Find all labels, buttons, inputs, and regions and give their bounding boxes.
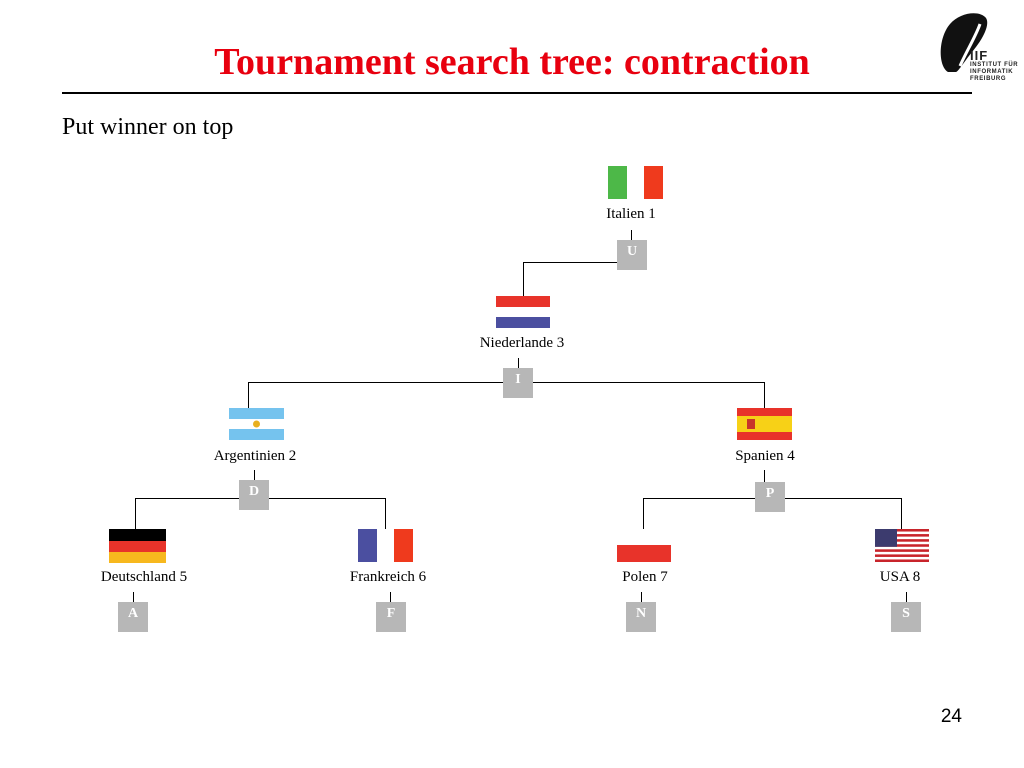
flag-germany-icon [109, 529, 166, 563]
flag-usa-icon [875, 529, 929, 562]
node-label-argentinien: Argentinien 2 [213, 448, 297, 464]
node-tag-f: F [376, 602, 406, 632]
flag-poland-icon [617, 529, 671, 562]
node-tag-d: D [239, 480, 269, 510]
edge-u-horizontal [523, 262, 617, 263]
node-label-deutschland: Deutschland 5 [100, 569, 188, 585]
iif-logo: IIF INSTITUT FÜR INFORMATIK FREIBURG [936, 8, 1020, 100]
node-tag-s: S [891, 602, 921, 632]
flag-netherlands-icon [496, 296, 550, 328]
edge-d-deutschland [135, 498, 136, 529]
flag-spain-icon [737, 408, 792, 440]
logo-abbr: IIF [970, 48, 989, 63]
edge-p-usa [901, 498, 902, 529]
node-label-polen: Polen 7 [622, 569, 668, 585]
edge-u-niederlande [523, 262, 524, 296]
flag-argentina-icon [229, 408, 284, 440]
edge-p-polen [643, 498, 644, 529]
flag-france-icon [358, 529, 413, 562]
edge-niederlande-up [518, 358, 519, 368]
node-label-niederlande: Niederlande 3 [479, 335, 565, 351]
node-tag-n: N [626, 602, 656, 632]
subtitle: Put winner on top [62, 114, 234, 140]
title-rule [62, 92, 972, 94]
node-tag-p: P [755, 482, 785, 512]
edge-i-argentinien [248, 382, 249, 408]
node-tag-a: A [118, 602, 148, 632]
node-label-italien: Italien 1 [606, 206, 656, 222]
edge-spanien-up [764, 470, 765, 482]
logo-mark-icon [940, 13, 988, 72]
node-tag-u: U [617, 240, 647, 270]
page-number: 24 [940, 706, 962, 727]
node-label-frankreich: Frankreich 6 [349, 569, 427, 585]
edge-italien-up [631, 230, 632, 240]
edge-argentinien-up [254, 470, 255, 480]
edge-deutschland-down [133, 592, 134, 602]
flag-italy-icon [608, 166, 663, 199]
node-tag-i: I [503, 368, 533, 398]
edge-usa-down [906, 592, 907, 602]
edge-d-frankreich [385, 498, 386, 529]
edge-i-spanien [764, 382, 765, 408]
edge-polen-down [641, 592, 642, 602]
logo-caption: INSTITUT FÜR INFORMATIK FREIBURG [970, 62, 1019, 82]
page-title: Tournament search tree: contraction [214, 41, 810, 83]
edge-frankreich-down [390, 592, 391, 602]
node-label-usa: USA 8 [879, 569, 921, 585]
node-label-spanien: Spanien 4 [735, 448, 795, 464]
